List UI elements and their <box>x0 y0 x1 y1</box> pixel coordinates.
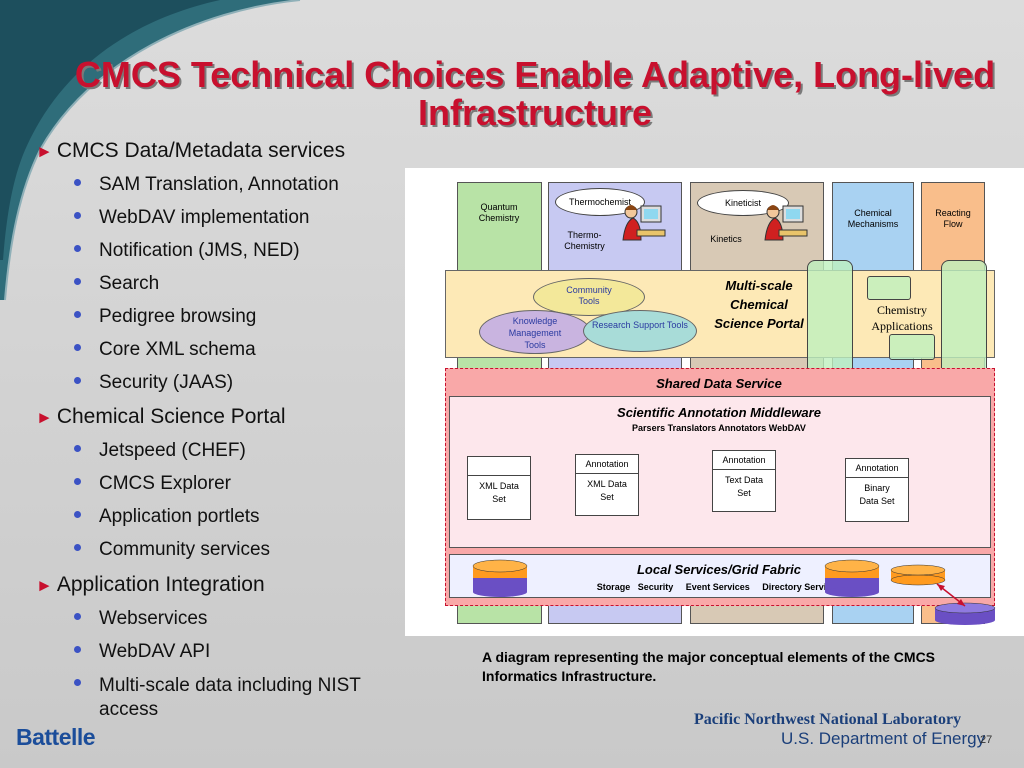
chem-app-tall-right <box>941 260 987 386</box>
bullet-item: SAM Translation, Annotation <box>74 174 339 196</box>
database-icon <box>824 559 880 597</box>
bullet-item: Pedigree browsing <box>74 306 256 328</box>
research-support-tools-oval: Research Support Tools <box>583 310 697 352</box>
bullet-section-data-services: ►CMCS Data/Metadata services <box>36 139 346 162</box>
arrow-icon: ► <box>36 576 53 595</box>
page-number: 27 <box>980 734 993 746</box>
database-icon <box>934 602 996 625</box>
local-services-subtitle: Storage Security Event Services Director… <box>596 582 842 592</box>
pnnl-logo-text: Pacific Northwest National Laboratory <box>694 711 962 728</box>
database-icon <box>472 559 528 597</box>
bullet-section-integration: ►Application Integration <box>36 573 265 596</box>
decorative-swoosh <box>0 0 301 301</box>
chemical-mechanisms-label: Chemical Mechanisms <box>847 208 899 229</box>
shared-data-service-label: Shared Data Service <box>656 376 782 391</box>
middleware-title: Scientific Annotation Middleware <box>617 405 821 420</box>
reacting-flow-label: Reacting Flow <box>935 208 971 229</box>
chem-app-small-bottom <box>889 334 935 360</box>
battelle-logo: Battelle <box>16 724 96 750</box>
local-services-title: Local Services/Grid Fabric <box>636 562 802 577</box>
bullet-item: Core XML schema <box>74 339 256 361</box>
scientist-at-computer-icon <box>622 205 666 241</box>
bullet-item: CMCS Explorer <box>74 473 231 495</box>
quantum-chemistry-label: Quantum Chemistry <box>478 202 520 223</box>
connector-arrow-icon <box>936 583 966 607</box>
kinetics-label: Kinetics <box>710 234 742 244</box>
chem-app-tall-left <box>807 260 853 386</box>
scientist-at-computer-icon <box>764 205 808 241</box>
doe-text: U.S. Department of Energy <box>781 729 986 748</box>
bullet-item: WebDAV implementation <box>74 207 310 229</box>
bullet-item: Notification (JMS, NED) <box>74 240 300 262</box>
chemistry-applications-label: Chemistry Applications <box>871 303 933 333</box>
arrow-icon: ► <box>36 408 53 427</box>
dataset-box: XML Data Set <box>467 456 531 520</box>
portal-label: Multi-scale Chemical Science Portal <box>714 278 804 331</box>
chem-app-small-top <box>867 276 911 300</box>
database-icon <box>890 564 946 586</box>
bullet-item: Application portlets <box>74 506 260 528</box>
bullet-item: WebDAV API <box>74 641 210 663</box>
bullet-item: Webservices <box>74 608 207 630</box>
middleware-subtitle: Parsers Translators Annotators WebDAV <box>632 423 806 433</box>
bullet-item: Community services <box>74 539 270 561</box>
bullet-item: Search <box>74 273 159 295</box>
knowledge-management-tools-oval: Knowledge Management Tools <box>479 310 591 354</box>
bullet-item: Multi-scale data including NIST access <box>74 674 424 722</box>
arrow-icon: ► <box>36 142 53 161</box>
bullet-item: Jetspeed (CHEF) <box>74 440 246 462</box>
bullet-item: Security (JAAS) <box>74 372 233 394</box>
slide-title: CMCS Technical Choices Enable Adaptive, … <box>74 54 996 133</box>
diagram-caption: A diagram representing the major concept… <box>482 649 936 684</box>
thermochemistry-label: Thermo-Chemistry <box>564 230 605 251</box>
architecture-diagram: Quantum Chemistry Thermo-Chemistry Kinet… <box>405 168 1024 636</box>
bullet-section-portal: ►Chemical Science Portal <box>36 405 286 428</box>
